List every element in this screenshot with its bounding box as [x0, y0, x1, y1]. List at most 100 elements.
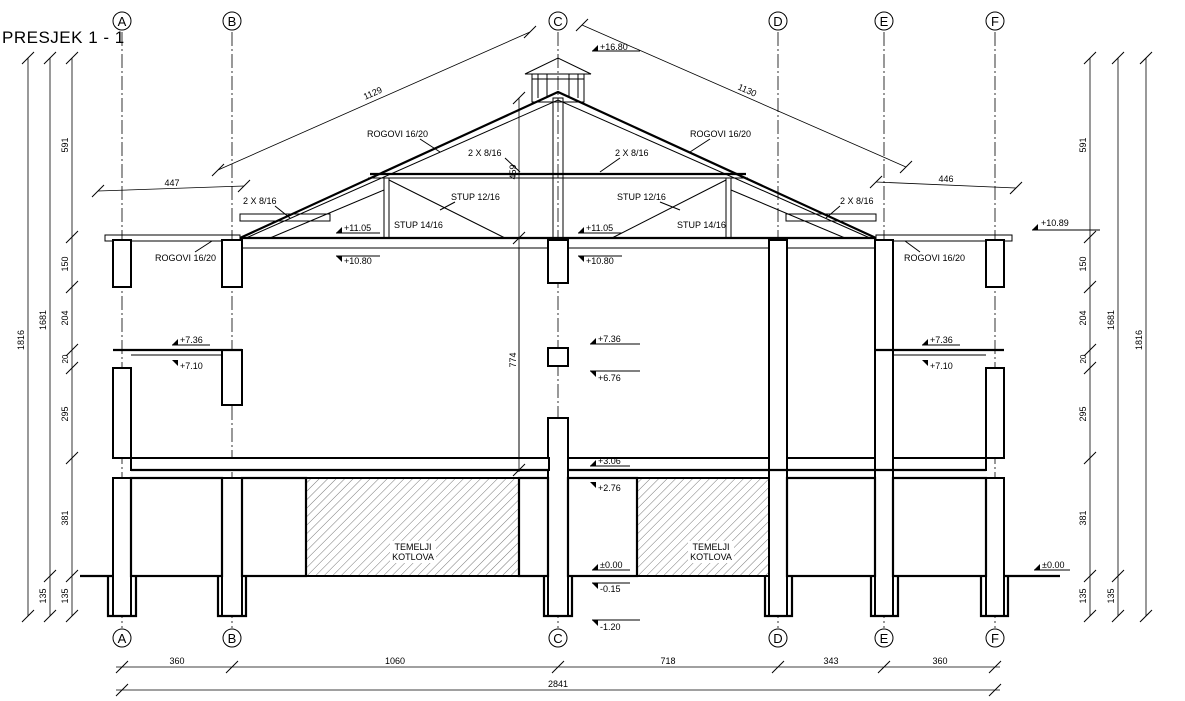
- dim-left-eave: 447: [164, 178, 179, 188]
- dim-span-bc: 1060: [385, 656, 405, 666]
- level-attic-right: +11.05 +10.80: [578, 223, 622, 266]
- axis-marker-e-top: E: [874, 11, 894, 31]
- wall-e: [874, 239, 894, 617]
- svg-text:+3.06: +3.06: [598, 456, 621, 466]
- wall-c-upper: [547, 239, 569, 284]
- svg-text:204: 204: [1078, 310, 1088, 325]
- member-labels: ROGOVI 16/20 ROGOVI 16/20 2 X 8/16 2 X 8…: [155, 129, 965, 563]
- wall-b-upper: [221, 239, 243, 288]
- label-post-12-right: STUP 12/16: [617, 192, 666, 202]
- wall-a-lower: [112, 477, 132, 617]
- svg-text:KOTLOVA: KOTLOVA: [392, 552, 434, 562]
- axis-marker-e-bottom: E: [874, 628, 894, 648]
- svg-text:C: C: [553, 14, 562, 29]
- ground-room-ab: [129, 476, 224, 578]
- right-dimensions: 1816 1681 135 135 381 295 20 204 150 591: [1078, 51, 1153, 623]
- level-floor2-left: +7.36 +7.10: [172, 335, 210, 371]
- footing-e: [869, 576, 900, 618]
- svg-text:381: 381: [1078, 510, 1088, 525]
- level-markers: +16.80 +10.89 +11.05 +10.80 +11.05 +10.8…: [172, 42, 1100, 632]
- svg-text:+7.36: +7.36: [930, 335, 953, 345]
- label-boiler-right: TEMELJI KOTLOVA: [688, 541, 734, 563]
- label-eave-rafters-right: ROGOVI 16/20: [904, 253, 965, 263]
- footing-b: [216, 576, 248, 618]
- svg-text:D: D: [773, 631, 782, 646]
- footing-d: [763, 576, 794, 618]
- svg-text:B: B: [228, 631, 237, 646]
- level-floor2-right: +7.36 +7.10: [922, 335, 960, 371]
- axis-marker-d-bottom: D: [768, 628, 788, 648]
- svg-text:E: E: [880, 631, 889, 646]
- svg-text:F: F: [991, 631, 999, 646]
- level-eave-right: +10.89: [1032, 218, 1100, 231]
- svg-text:D: D: [773, 14, 782, 29]
- label-collar-right: 2 X 8/16: [615, 148, 649, 158]
- svg-text:204: 204: [60, 310, 70, 325]
- axis-marker-a-bottom: A: [112, 628, 132, 648]
- dim-right-slope: 1130: [736, 82, 758, 99]
- svg-text:±0.00: ±0.00: [600, 560, 622, 570]
- svg-text:A: A: [118, 14, 127, 29]
- svg-text:+7.10: +7.10: [180, 361, 203, 371]
- svg-text:C: C: [553, 631, 562, 646]
- svg-text:381: 381: [60, 510, 70, 525]
- dim-span-de: 343: [823, 656, 838, 666]
- wall-a-upper: [112, 239, 132, 288]
- level-ground-right: ±0.00: [1034, 560, 1070, 571]
- level-top: +16.80: [592, 42, 640, 52]
- strut-right: [611, 179, 727, 239]
- level-foundation: -0.15 -1.20: [592, 582, 640, 632]
- footing-f: [979, 576, 1010, 618]
- wall-b-mid: [221, 349, 243, 406]
- svg-text:591: 591: [60, 137, 70, 152]
- label-post-14-left: STUP 14/16: [394, 220, 443, 230]
- svg-text:+10.80: +10.80: [586, 256, 614, 266]
- bottom-dimensions: 360 1060 718 343 360 2841: [115, 656, 1002, 697]
- label-boiler-left: TEMELJI KOTLOVA: [390, 541, 436, 563]
- svg-text:150: 150: [1078, 256, 1088, 271]
- svg-text:TEMELJI: TEMELJI: [394, 542, 431, 552]
- wall-d: [768, 239, 788, 617]
- svg-text:+7.36: +7.36: [598, 334, 621, 344]
- wall-a-mid: [112, 367, 132, 459]
- wall-c-lower: [547, 417, 569, 617]
- svg-text:F: F: [991, 14, 999, 29]
- footing-c: [542, 576, 574, 618]
- svg-text:295: 295: [1078, 406, 1088, 421]
- label-post-12-left: STUP 12/16: [451, 192, 500, 202]
- svg-text:KOTLOVA: KOTLOVA: [690, 552, 732, 562]
- wall-b-lower: [221, 477, 243, 617]
- svg-text:150: 150: [60, 256, 70, 271]
- svg-text:135: 135: [1106, 588, 1116, 603]
- svg-text:+7.10: +7.10: [930, 361, 953, 371]
- axis-marker-b-top: B: [222, 11, 242, 31]
- axis-marker-a-top: A: [112, 11, 132, 31]
- svg-text:+11.05: +11.05: [344, 223, 371, 233]
- king-post: [552, 97, 564, 239]
- svg-text:+7.36: +7.36: [180, 335, 203, 345]
- svg-text:591: 591: [1078, 137, 1088, 152]
- dim-right-outer: 1816: [1134, 330, 1144, 350]
- dim-right-eave: 446: [938, 174, 953, 184]
- ground-room-de: [785, 476, 877, 578]
- level-ground-center: ±0.00: [592, 560, 630, 571]
- wall-c-beam: [547, 347, 569, 367]
- roof-rafter-inner: [245, 99, 871, 239]
- label-eave-rafters-left: ROGOVI 16/20: [155, 253, 216, 263]
- label-post-14-right: STUP 14/16: [677, 220, 726, 230]
- dim-interior-height: 774: [508, 352, 518, 367]
- svg-text:+11.05: +11.05: [586, 223, 613, 233]
- svg-text:135: 135: [38, 588, 48, 603]
- svg-text:-0.15: -0.15: [600, 584, 621, 594]
- svg-text:20: 20: [61, 354, 70, 363]
- label-collar-left: 2 X 8/16: [468, 148, 502, 158]
- svg-text:-1.20: -1.20: [600, 622, 621, 632]
- axis-marker-d-top: D: [768, 11, 788, 31]
- svg-text:135: 135: [60, 588, 70, 603]
- dim-span-cd: 718: [660, 656, 675, 666]
- label-rafters-right: ROGOVI 16/20: [690, 129, 751, 139]
- dim-span-ab: 360: [169, 656, 184, 666]
- slab-1-left: [130, 457, 550, 471]
- dim-ridge-height: 459: [508, 164, 518, 179]
